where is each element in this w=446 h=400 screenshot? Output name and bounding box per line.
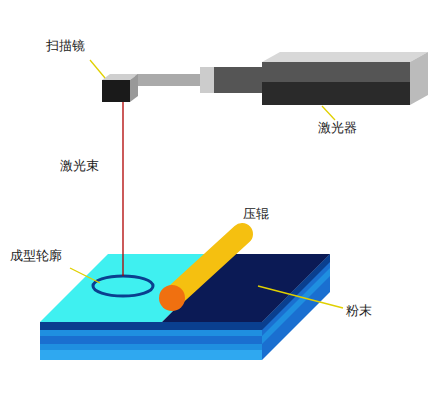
laser-front-upper	[262, 62, 410, 82]
roller-end	[159, 285, 185, 311]
roller-body	[172, 234, 242, 298]
forming-contour	[93, 276, 153, 296]
scan-mirror	[102, 80, 130, 102]
layer-front	[40, 322, 262, 360]
part-label: 粉末	[346, 303, 372, 319]
laser-top	[262, 52, 428, 62]
leader-line	[258, 286, 343, 308]
leader-line	[90, 60, 105, 78]
leader-line	[322, 106, 335, 120]
part-label: 成型轮廓	[10, 248, 62, 264]
laser-side	[410, 52, 428, 105]
laser-front	[262, 62, 410, 105]
leader-line	[70, 268, 100, 283]
part-label: 扫描镜	[46, 38, 85, 54]
part-label: 激光束	[60, 158, 99, 174]
laser-beam	[122, 102, 123, 276]
layer-stripe	[40, 350, 262, 360]
laser-nozzle-ring	[200, 67, 214, 93]
arm	[135, 74, 200, 86]
layer-stripe	[40, 336, 262, 344]
laser-nozzle	[200, 67, 262, 93]
layer-stripe	[40, 322, 262, 330]
part-label: 压辊	[243, 206, 269, 222]
part-label: 激光器	[318, 120, 357, 136]
mirror-side	[130, 74, 138, 102]
